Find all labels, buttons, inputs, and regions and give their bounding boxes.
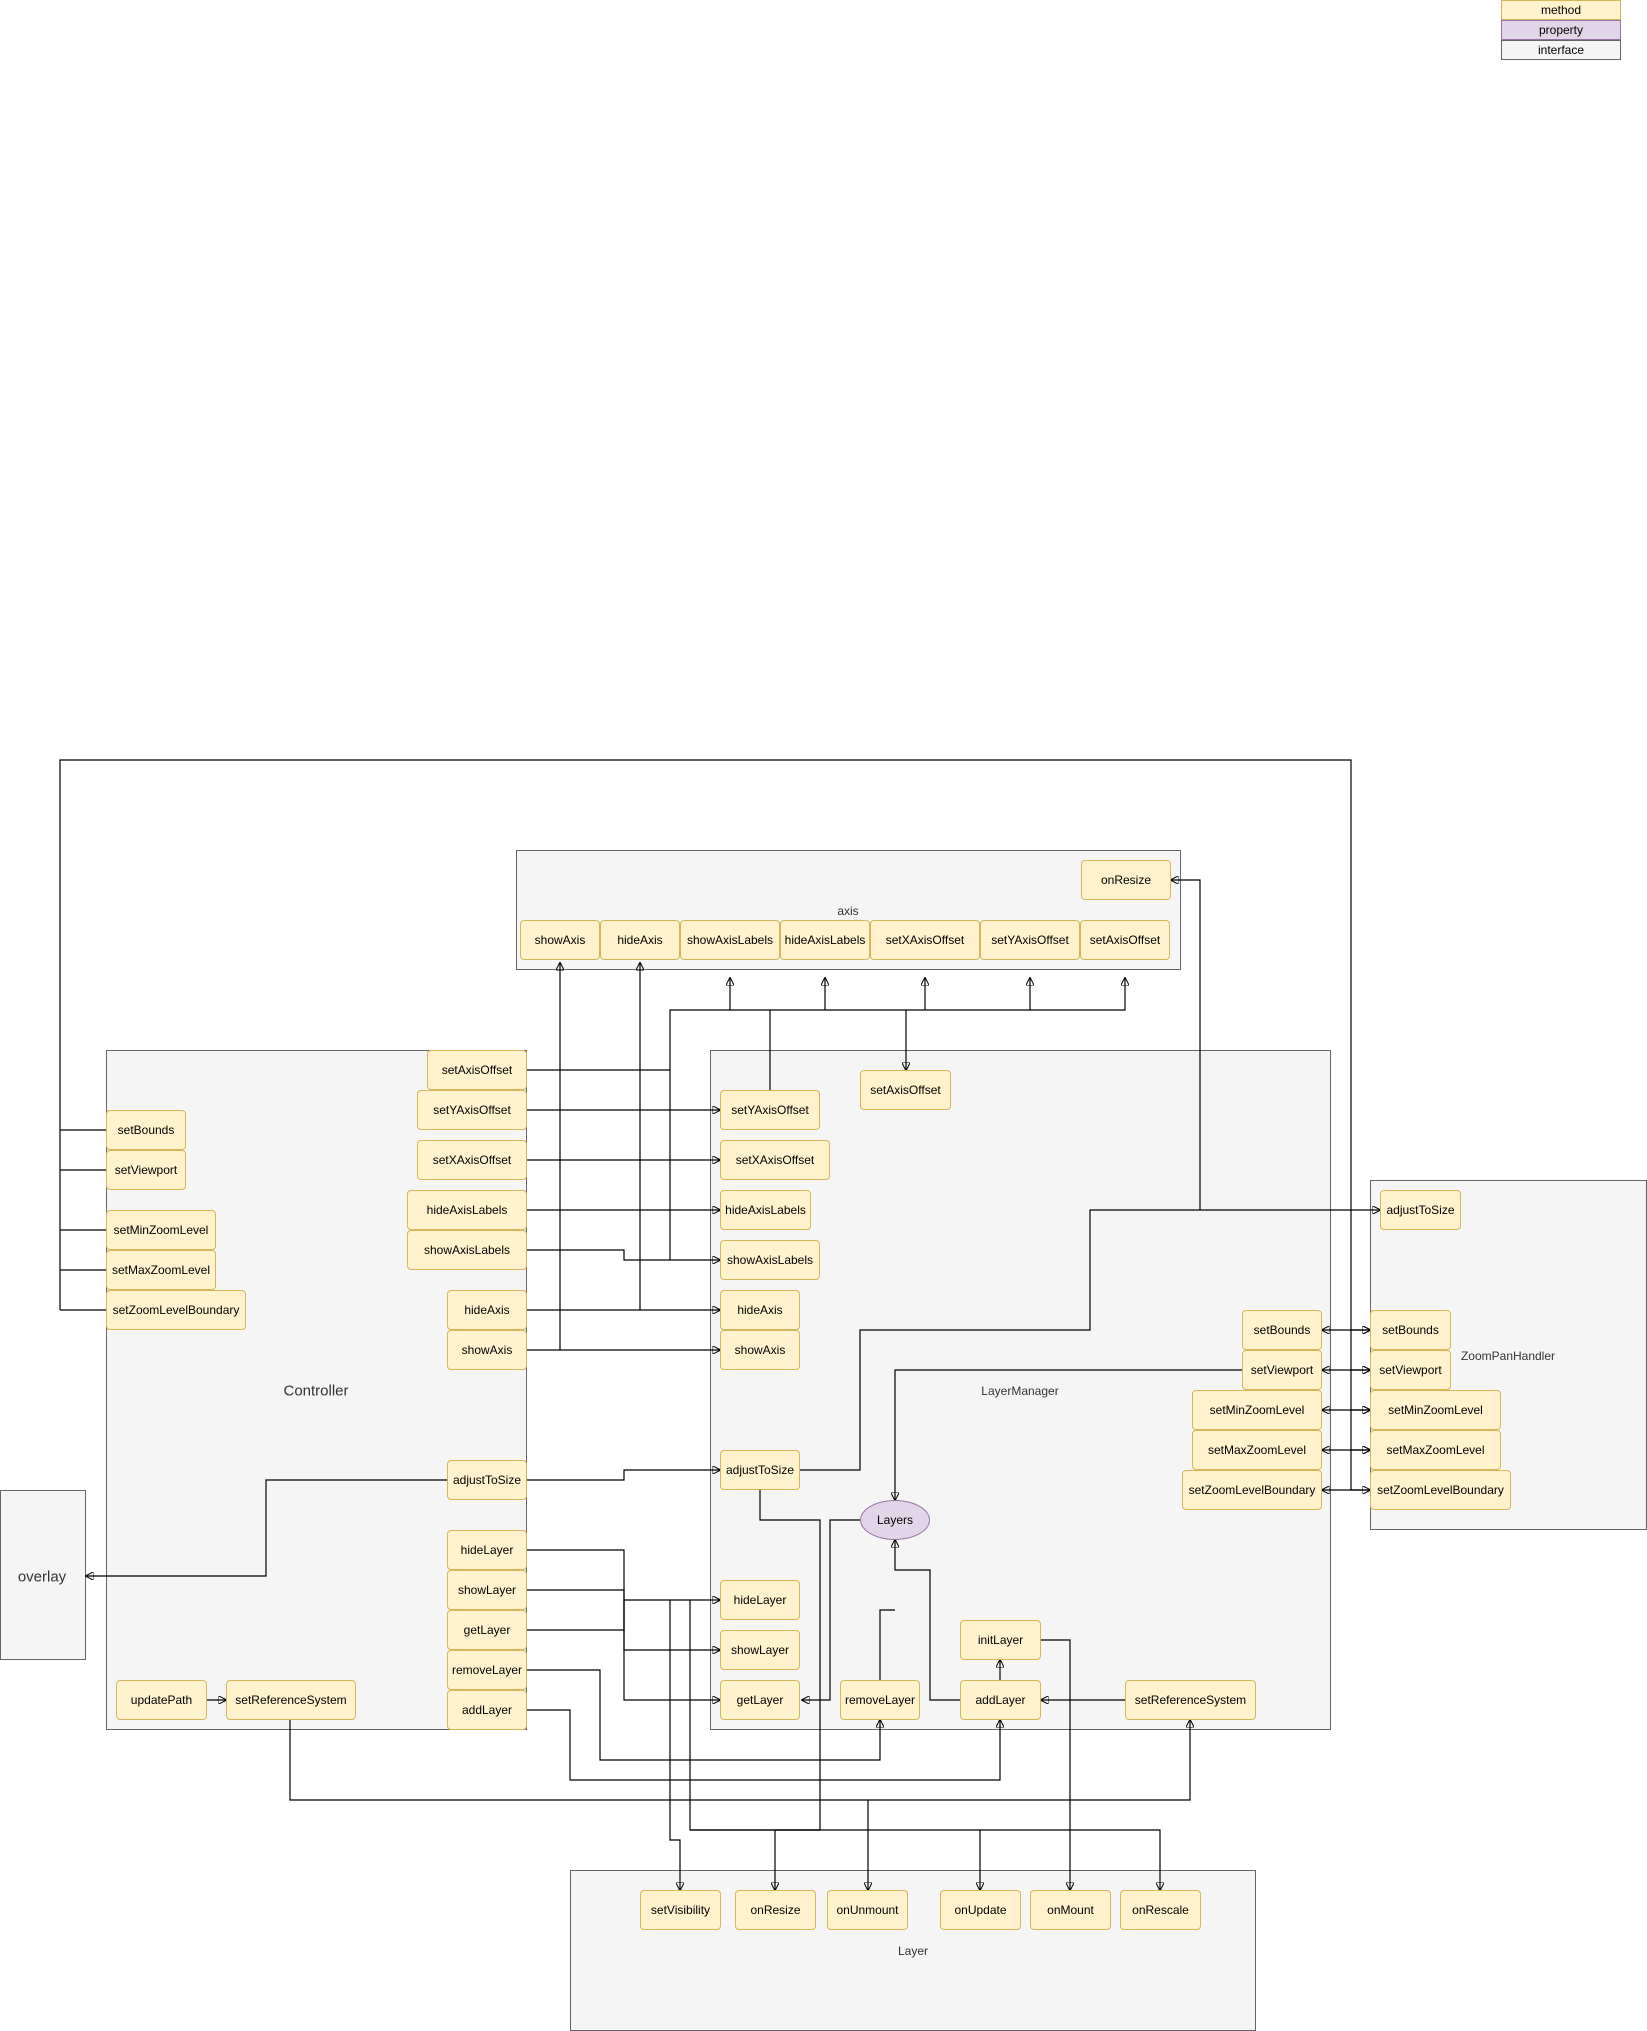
- controller-update-path[interactable]: updatePath: [116, 1680, 207, 1720]
- lm-set-zoom-level-boundary[interactable]: setZoomLevelBoundary: [1182, 1470, 1322, 1510]
- controller-hide-axis-labels[interactable]: hideAxisLabels: [407, 1190, 527, 1230]
- lm-set-reference-system[interactable]: setReferenceSystem: [1125, 1680, 1256, 1720]
- lm-remove-layer[interactable]: removeLayer: [840, 1680, 920, 1720]
- controller-set-x-axis-offset[interactable]: setXAxisOffset: [417, 1140, 527, 1180]
- controller-set-y-axis-offset[interactable]: setYAxisOffset: [417, 1090, 527, 1130]
- axis-on-resize[interactable]: onResize: [1081, 860, 1171, 900]
- layer-on-mount[interactable]: onMount: [1030, 1890, 1111, 1930]
- axis-show-axis[interactable]: showAxis: [520, 920, 600, 960]
- zph-set-zoom-level-boundary[interactable]: setZoomLevelBoundary: [1370, 1470, 1511, 1510]
- lm-adjust-to-size[interactable]: adjustToSize: [720, 1450, 800, 1490]
- controller-hide-layer[interactable]: hideLayer: [447, 1530, 527, 1570]
- axis-hide-axis[interactable]: hideAxis: [600, 920, 680, 960]
- axis-label: axis: [837, 904, 859, 918]
- controller-show-layer[interactable]: showLayer: [447, 1570, 527, 1610]
- controller-set-reference-system[interactable]: setReferenceSystem: [226, 1680, 356, 1720]
- controller-set-min-zoom-level[interactable]: setMinZoomLevel: [106, 1210, 216, 1250]
- legend-method: method: [1501, 0, 1621, 20]
- controller-add-layer[interactable]: addLayer: [447, 1690, 527, 1730]
- layer-set-visibility[interactable]: setVisibility: [640, 1890, 721, 1930]
- zph-set-bounds[interactable]: setBounds: [1370, 1310, 1451, 1350]
- controller-set-viewport[interactable]: setViewport: [106, 1150, 186, 1190]
- lm-set-viewport[interactable]: setViewport: [1242, 1350, 1322, 1390]
- lm-hide-layer[interactable]: hideLayer: [720, 1580, 800, 1620]
- layer-manager-label: LayerManager: [981, 1384, 1059, 1398]
- lm-get-layer[interactable]: getLayer: [720, 1680, 800, 1720]
- lm-set-axis-offset[interactable]: setAxisOffset: [860, 1070, 951, 1110]
- axis-set-y-axis-offset[interactable]: setYAxisOffset: [980, 920, 1080, 960]
- controller-set-bounds[interactable]: setBounds: [106, 1110, 186, 1150]
- controller-adjust-to-size[interactable]: adjustToSize: [447, 1460, 527, 1500]
- layer-on-resize[interactable]: onResize: [735, 1890, 816, 1930]
- controller-get-layer[interactable]: getLayer: [447, 1610, 527, 1650]
- lm-show-axis[interactable]: showAxis: [720, 1330, 800, 1370]
- axis-show-axis-labels[interactable]: showAxisLabels: [680, 920, 780, 960]
- lm-set-min-zoom-level[interactable]: setMinZoomLevel: [1192, 1390, 1322, 1430]
- lm-show-layer[interactable]: showLayer: [720, 1630, 800, 1670]
- controller-remove-layer[interactable]: removeLayer: [447, 1650, 527, 1690]
- controller-set-max-zoom-level[interactable]: setMaxZoomLevel: [106, 1250, 216, 1290]
- lm-init-layer[interactable]: initLayer: [960, 1620, 1041, 1660]
- legend-property: property: [1501, 20, 1621, 40]
- axis-set-x-axis-offset[interactable]: setXAxisOffset: [870, 920, 980, 960]
- axis-hide-axis-labels[interactable]: hideAxisLabels: [780, 920, 870, 960]
- axis-set-axis-offset[interactable]: setAxisOffset: [1080, 920, 1170, 960]
- zph-set-min-zoom-level[interactable]: setMinZoomLevel: [1370, 1390, 1501, 1430]
- lm-layers-property[interactable]: Layers: [860, 1500, 930, 1540]
- controller-label: Controller: [283, 1382, 349, 1400]
- layer-on-update[interactable]: onUpdate: [940, 1890, 1021, 1930]
- zph-set-max-zoom-level[interactable]: setMaxZoomLevel: [1370, 1430, 1501, 1470]
- overlay-label: overlay: [17, 1568, 67, 1586]
- lm-hide-axis[interactable]: hideAxis: [720, 1290, 800, 1330]
- lm-show-axis-labels[interactable]: showAxisLabels: [720, 1240, 820, 1280]
- lm-add-layer[interactable]: addLayer: [960, 1680, 1041, 1720]
- zoom-pan-handler-label: ZoomPanHandler: [1460, 1349, 1556, 1363]
- controller-set-zoom-level-boundary[interactable]: setZoomLevelBoundary: [106, 1290, 246, 1330]
- layer-on-rescale[interactable]: onRescale: [1120, 1890, 1201, 1930]
- layer-label: Layer: [897, 1944, 929, 1958]
- lm-hide-axis-labels[interactable]: hideAxisLabels: [720, 1190, 811, 1230]
- controller-set-axis-offset[interactable]: setAxisOffset: [427, 1050, 527, 1090]
- lm-set-x-axis-offset[interactable]: setXAxisOffset: [720, 1140, 830, 1180]
- zph-adjust-to-size[interactable]: adjustToSize: [1380, 1190, 1461, 1230]
- zph-set-viewport[interactable]: setViewport: [1370, 1350, 1451, 1390]
- controller-show-axis[interactable]: showAxis: [447, 1330, 527, 1370]
- controller-hide-axis[interactable]: hideAxis: [447, 1290, 527, 1330]
- legend-interface: interface: [1501, 40, 1621, 60]
- layer-on-unmount[interactable]: onUnmount: [827, 1890, 908, 1930]
- lm-set-y-axis-offset[interactable]: setYAxisOffset: [720, 1090, 820, 1130]
- controller-show-axis-labels[interactable]: showAxisLabels: [407, 1230, 527, 1270]
- lm-set-bounds[interactable]: setBounds: [1242, 1310, 1322, 1350]
- lm-set-max-zoom-level[interactable]: setMaxZoomLevel: [1192, 1430, 1322, 1470]
